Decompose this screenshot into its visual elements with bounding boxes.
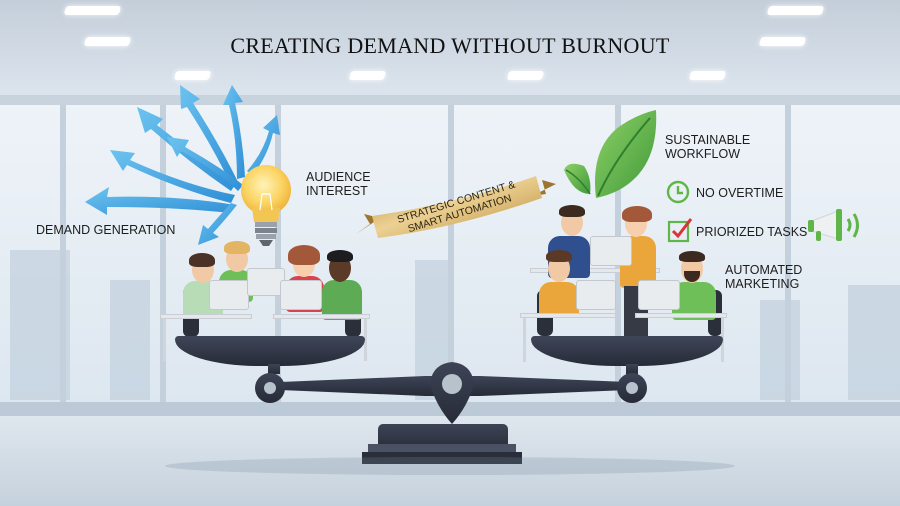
person-torso [322,280,362,320]
desk-leg [163,319,166,361]
sustainable-line1: SUSTAINABLE [665,133,751,147]
skyline-building [848,285,900,400]
desk [520,313,616,318]
person-hair [327,250,353,262]
computer-monitor [247,268,285,296]
ceiling-light [766,6,825,15]
checkbox-icon [667,218,693,243]
computer-monitor [280,280,322,310]
computer-monitor [576,280,616,310]
ceiling-light [173,71,212,80]
megaphone-icon [808,209,859,241]
no-overtime-label: NO OVERTIME [696,186,784,200]
desk-leg [523,318,526,362]
computer-monitor [638,280,680,310]
ceiling-light [348,71,387,80]
ceiling-light [63,6,122,15]
lightbulb-icon [241,165,291,246]
window-mullion [60,105,66,405]
balance-scale [255,362,647,464]
automated-line2: MARKETING [725,277,800,291]
person-hair [189,253,215,267]
desk-leg [364,319,367,361]
demand-generation-label: DEMAND GENERATION [36,223,176,237]
sustainable-workflow-label: SUSTAINABLE WORKFLOW [665,133,750,161]
window-mullion [785,105,791,405]
person-torso [539,282,579,318]
beard [684,271,700,282]
automated-marketing-label: AUTOMATED MARKETING [725,263,802,291]
computer-monitor [590,236,632,266]
person-hair [679,251,705,262]
window-mullion [448,105,454,405]
desk [530,268,660,273]
window-mullion [275,105,281,405]
arrows-burst-icon [85,85,280,245]
sustainable-line2: WORKFLOW [665,147,740,161]
person-hair [622,206,652,222]
desk [273,314,370,319]
automated-line1: AUTOMATED [725,263,803,277]
skyline-building [760,300,800,400]
prioritized-tasks-label: PRIORIZED TASKS [696,225,808,239]
leaf-icon [564,110,657,198]
ceiling-light [506,71,545,80]
ceiling-light [688,71,727,80]
audience-label-line2: INTEREST [306,184,368,198]
audience-interest-label: AUDIENCE INTEREST [306,170,371,198]
person-hair [288,245,320,265]
clock-icon [666,180,690,204]
window-mullion [160,105,166,405]
person-hair [224,241,250,254]
desk [635,313,727,318]
scale-shadow [165,457,735,475]
page-title: CREATING DEMAND WITHOUT BURNOUT [230,33,670,58]
window-frame-top [0,95,900,105]
audience-label-line1: AUDIENCE [306,170,371,184]
desk [160,314,252,319]
person-hair [546,250,572,262]
skyline-building [110,280,150,400]
ribbon-banner [356,176,556,238]
computer-monitor [209,280,249,310]
person-hair [559,205,585,217]
